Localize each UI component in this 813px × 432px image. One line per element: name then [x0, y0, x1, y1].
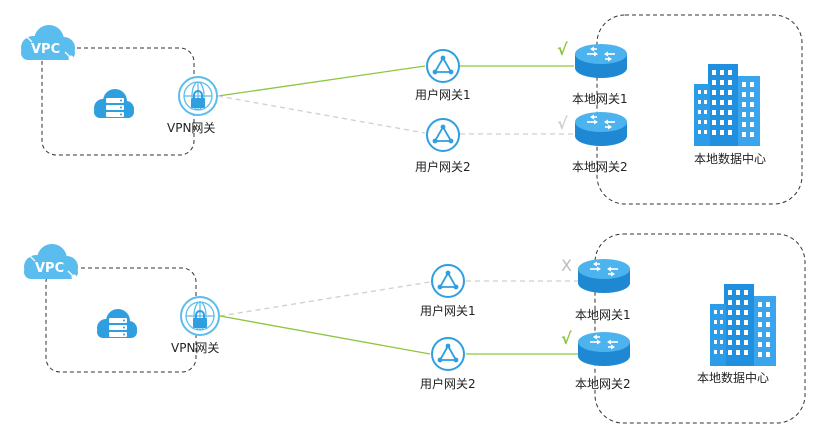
router-icon: [574, 43, 628, 79]
link-active: [217, 65, 426, 97]
server-cloud-icon: [94, 89, 134, 118]
datacenter-boundary: [594, 233, 806, 424]
router-icon: [574, 111, 628, 147]
customer-gateway-icon: [431, 337, 465, 371]
status-mark: √: [557, 40, 568, 59]
local-gateway-label: 本地网关1: [572, 92, 628, 106]
vpc-boundary: [45, 267, 197, 373]
status-mark: √: [561, 329, 572, 348]
scenario-2: [23, 233, 806, 424]
customer-gateway-icon: [431, 264, 465, 298]
status-mark: √: [557, 114, 568, 133]
datacenter-label: 本地数据中心: [694, 152, 767, 166]
vpn-gateway-label: VPN网关: [167, 121, 216, 135]
customer-gateway-label: 用户网关1: [415, 88, 471, 102]
datacenter-label: 本地数据中心: [697, 371, 770, 385]
local-gateway-label: 本地网关1: [575, 308, 631, 322]
vpc-label: VPC: [35, 261, 65, 276]
status-mark: X: [561, 256, 572, 275]
customer-gateway-icon: [426, 49, 460, 83]
customer-gateway-icon: [426, 118, 460, 152]
customer-gateway-label: 用户网关2: [420, 377, 476, 391]
building-icon: [710, 284, 776, 366]
vpn-gateway-label: VPN网关: [171, 341, 220, 355]
router-icon: [577, 331, 631, 367]
link-active: [219, 315, 431, 355]
scenario-1: [20, 14, 803, 205]
customer-gateway-label: 用户网关1: [420, 304, 476, 318]
customer-gateway-label: 用户网关2: [415, 160, 471, 174]
server-cloud-icon: [97, 309, 137, 338]
building-icon: [694, 64, 760, 146]
datacenter-boundary: [596, 14, 803, 205]
link-standby: [217, 95, 426, 134]
vpn-gateway-icon: [178, 76, 218, 116]
vpn-gateway-icon: [180, 296, 220, 336]
local-gateway-label: 本地网关2: [575, 377, 631, 391]
local-gateway-label: 本地网关2: [572, 160, 628, 174]
link-standby: [219, 281, 431, 317]
router-icon: [577, 258, 631, 294]
vpc-label: VPC: [31, 42, 61, 57]
